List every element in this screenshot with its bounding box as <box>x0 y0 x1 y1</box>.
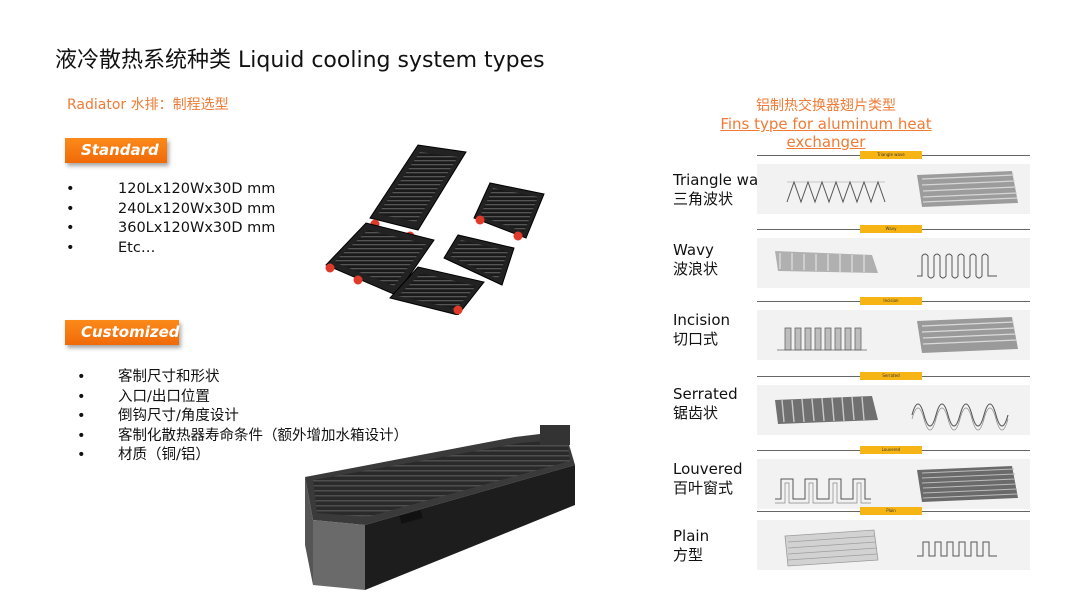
list-item: •240Lx120Wx30D mm <box>66 200 275 220</box>
list-item: •倒钩尺寸/角度设计 <box>77 407 408 427</box>
bullet: • <box>66 239 75 256</box>
bullet: • <box>77 447 86 463</box>
bullet: • <box>77 427 86 444</box>
list-item: •360Lx120Wx30D mm <box>66 219 275 239</box>
bullet: • <box>77 408 86 424</box>
fin-chip: Serrated <box>860 372 922 380</box>
radiator-240 <box>325 222 435 296</box>
fin-chip: Triangle wave <box>860 151 922 159</box>
serrated-drawing <box>911 403 1009 431</box>
list-item: •入口/出口位置 <box>77 388 408 408</box>
radiator-360 <box>369 144 467 241</box>
radiator-subtitle: Radiator 水排：制程选型 <box>67 97 229 113</box>
fin-diagram-triangle: Triangle wave <box>757 151 1030 214</box>
customized-radiator-image <box>305 425 575 590</box>
fins-title-en: Fins type for aluminum heat exchanger <box>720 115 932 151</box>
triangle-wave-drawing <box>786 180 886 204</box>
radiator-120 <box>443 234 515 286</box>
list-item: •120Lx120Wx30D mm <box>66 180 275 200</box>
radiator-120-front <box>389 266 485 315</box>
fin-chip: Incision <box>860 297 922 305</box>
fin-diagram-serrated: Serrated <box>757 372 1030 435</box>
louvered-drawing <box>775 478 871 504</box>
bullet: • <box>77 369 86 385</box>
plain-fin-photo <box>784 529 879 567</box>
customized-list: •客制尺寸和形状 •入口/出口位置 •倒钩尺寸/角度设计 •客制化散热器寿命条件… <box>77 368 408 466</box>
fitting-icon <box>475 215 485 225</box>
fitting-icon <box>513 231 523 241</box>
fin-chip: Plain <box>860 507 922 515</box>
fin-diagram-louvered: Louvered <box>757 446 1030 509</box>
standard-list: •120Lx120Wx30D mm •240Lx120Wx30D mm •360… <box>66 180 275 258</box>
wavy-drawing <box>917 253 997 279</box>
wavy-fin-photo <box>775 251 878 273</box>
bullet: • <box>66 181 75 197</box>
fin-chip: Louvered <box>860 446 922 454</box>
bullet: • <box>77 388 86 405</box>
standard-tag: Standard <box>65 138 167 163</box>
fitting-icon <box>325 263 335 273</box>
page-title: 液冷散热系统种类 Liquid cooling system types <box>55 48 545 73</box>
fin-chip: Wavy <box>860 225 922 233</box>
incision-fin-photo <box>917 317 1018 353</box>
list-item: •材质（铜/铝） <box>77 446 408 466</box>
radiator-240-right <box>473 182 545 241</box>
bullet: • <box>66 200 75 217</box>
triangle-fin-photo <box>917 171 1018 207</box>
incision-drawing <box>777 327 867 351</box>
standard-radiators-image <box>325 144 545 315</box>
fitting-icon <box>353 275 363 285</box>
fitting-icon <box>453 305 463 315</box>
fin-diagram-incision: Incision <box>757 297 1030 360</box>
serrated-fin-photo <box>775 396 878 424</box>
list-item: •Etc… <box>66 239 275 259</box>
fin-diagram-wavy: Wavy <box>757 225 1030 288</box>
louvered-fin-photo <box>917 466 1018 502</box>
list-item: •客制尺寸和形状 <box>77 368 408 388</box>
fin-diagram-plain: Plain <box>757 507 1030 570</box>
plain-drawing <box>917 541 997 557</box>
bullet: • <box>66 220 75 236</box>
list-item: •客制化散热器寿命条件（额外增加水箱设计） <box>77 427 408 447</box>
fins-title-cn: 铝制热交换器翅片类型 <box>756 98 896 114</box>
customized-tag: Customized <box>65 320 180 345</box>
